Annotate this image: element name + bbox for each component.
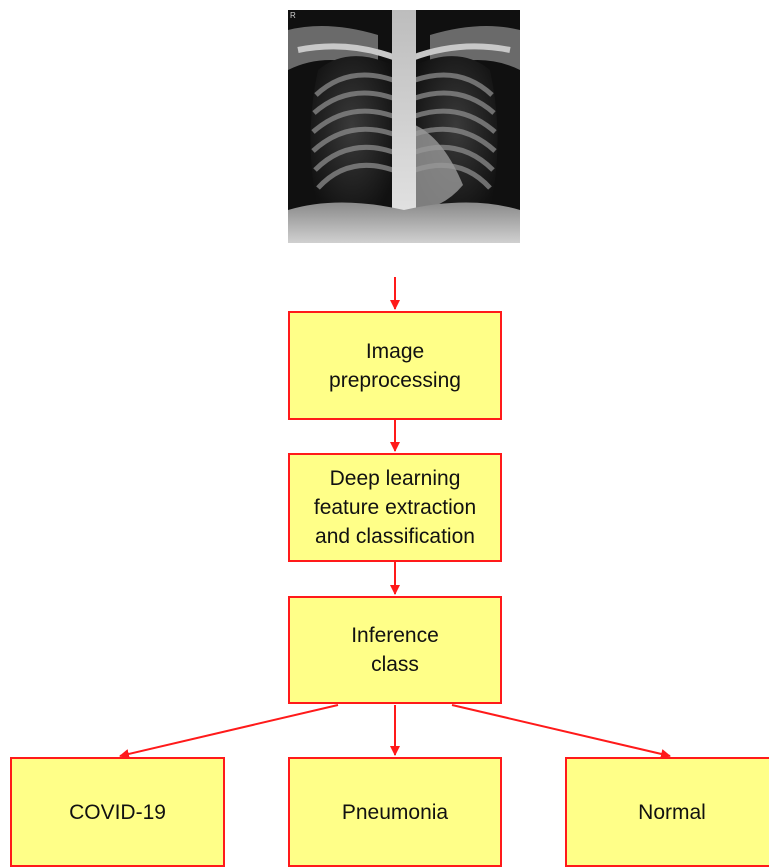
normal-node: Normal	[565, 757, 769, 867]
inference-class-label: Inference class	[351, 621, 439, 679]
image-preprocessing-label: Image preprocessing	[329, 337, 461, 395]
image-preprocessing-node: Image preprocessing	[288, 311, 502, 420]
covid-19-label: COVID-19	[69, 798, 166, 827]
covid-19-node: COVID-19	[10, 757, 225, 867]
inference-class-node: Inference class	[288, 596, 502, 704]
arrow-inference-to-normal	[452, 705, 670, 756]
normal-label: Normal	[638, 798, 706, 827]
chest-xray-image: R	[288, 10, 520, 243]
deep-learning-label: Deep learning feature extraction and cla…	[314, 464, 476, 551]
pneumonia-label: Pneumonia	[342, 798, 448, 827]
xray-side-marker: R	[290, 11, 296, 20]
arrow-inference-to-covid	[120, 705, 338, 756]
pneumonia-node: Pneumonia	[288, 757, 502, 867]
deep-learning-node: Deep learning feature extraction and cla…	[288, 453, 502, 562]
